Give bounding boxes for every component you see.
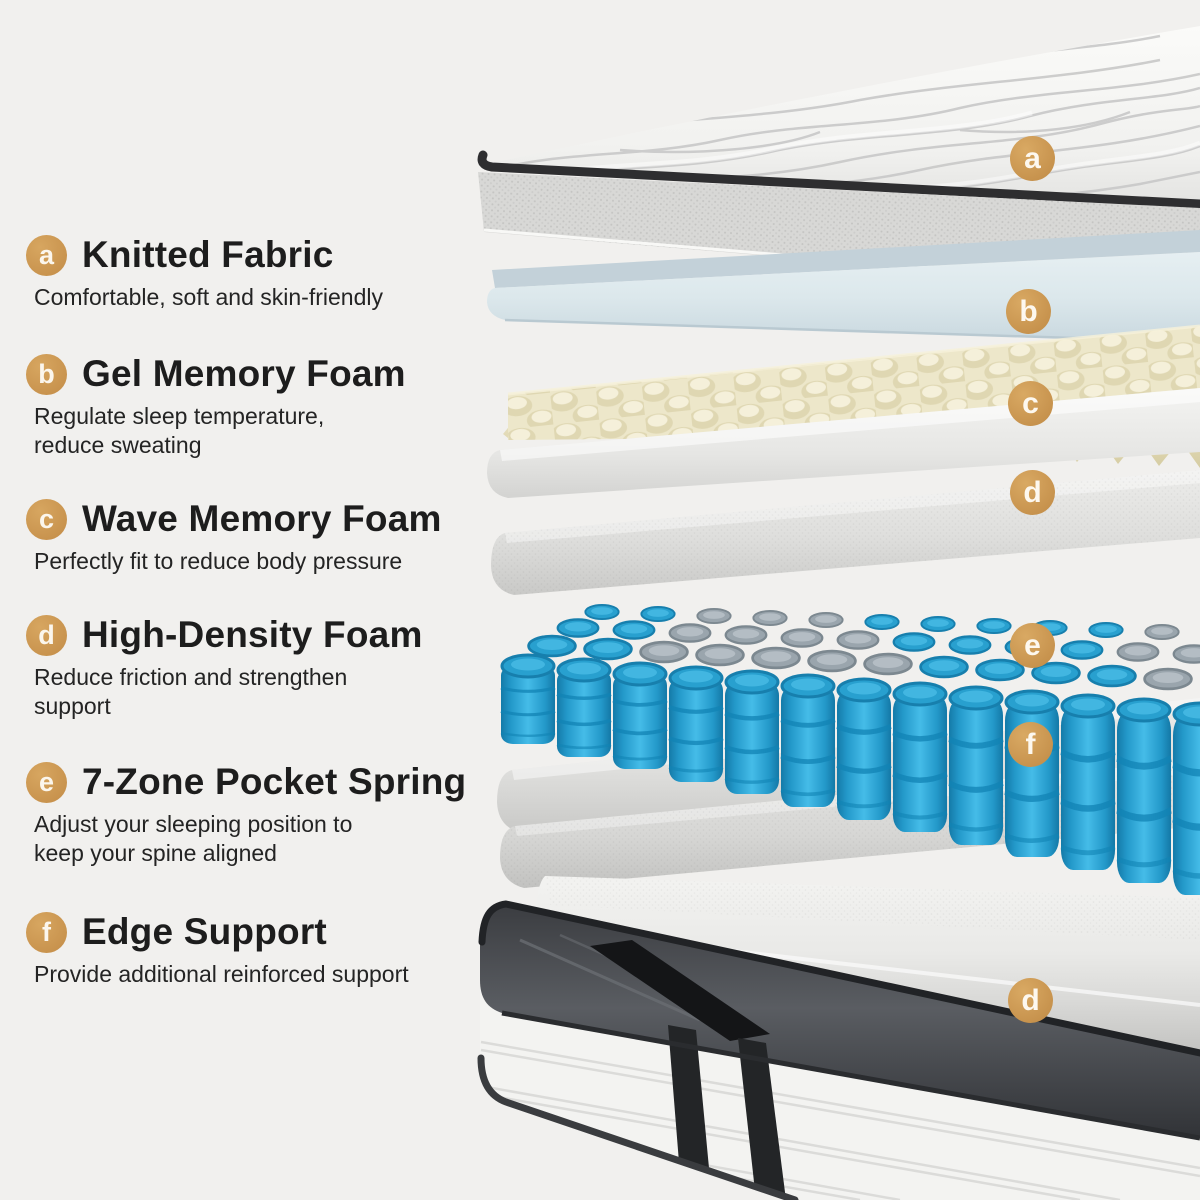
section-knitted-fabric: a Knitted Fabric Comfortable, soft and s…	[26, 234, 496, 312]
section-description-gel-memory-foam: Regulate sleep temperature, reduce sweat…	[34, 403, 325, 458]
section-edge-support: f Edge Support Provide additional reinfo…	[26, 911, 496, 989]
section-high-density-foam: d High-Density Foam Reduce friction and …	[26, 614, 496, 721]
badge-d: d	[26, 614, 67, 656]
base-top-strap	[590, 940, 770, 1041]
layer-badge-e: e	[1010, 623, 1055, 668]
section-pocket-spring: e 7-Zone Pocket Spring Adjust your sleep…	[26, 761, 496, 868]
badge-f: f	[26, 911, 67, 953]
section-description-pocket-spring: Adjust your sleeping position to keep yo…	[34, 811, 353, 866]
badge-e: e	[26, 761, 67, 803]
section-description-edge-support: Provide additional reinforced support	[34, 961, 409, 987]
mattress-base	[477, 900, 1200, 1200]
section-description-high-density-foam: Reduce friction and strengthen support	[34, 664, 348, 719]
badge-a: a	[26, 234, 67, 276]
section-title-wave-memory-foam: Wave Memory Foam	[82, 498, 442, 539]
section-title-pocket-spring: 7-Zone Pocket Spring	[82, 761, 467, 802]
layer-badge-c: c	[1008, 381, 1053, 426]
section-gel-memory-foam: b Gel Memory Foam Regulate sleep tempera…	[26, 353, 496, 460]
section-title-edge-support: Edge Support	[82, 911, 327, 952]
badge-b: b	[26, 353, 67, 395]
badge-c: c	[26, 498, 67, 540]
section-title-high-density-foam: High-Density Foam	[82, 614, 423, 655]
section-description-wave-memory-foam: Perfectly fit to reduce body pressure	[34, 548, 403, 574]
layer-badge-b: b	[1006, 289, 1051, 334]
section-description-knitted-fabric: Comfortable, soft and skin-friendly	[34, 284, 383, 310]
base-side-strap	[668, 1025, 712, 1200]
layer-badge-a: a	[1010, 136, 1055, 181]
section-title-knitted-fabric: Knitted Fabric	[82, 234, 334, 275]
layer-badge-f: f	[1008, 722, 1053, 767]
layer-badge-d2: d	[1008, 978, 1053, 1023]
base-side-strap	[738, 1038, 786, 1200]
section-wave-memory-foam: c Wave Memory Foam Perfectly fit to redu…	[26, 498, 496, 576]
base-quilt-lines	[480, 1040, 1200, 1200]
section-title-gel-memory-foam: Gel Memory Foam	[82, 353, 406, 394]
layer-badge-d: d	[1010, 470, 1055, 515]
